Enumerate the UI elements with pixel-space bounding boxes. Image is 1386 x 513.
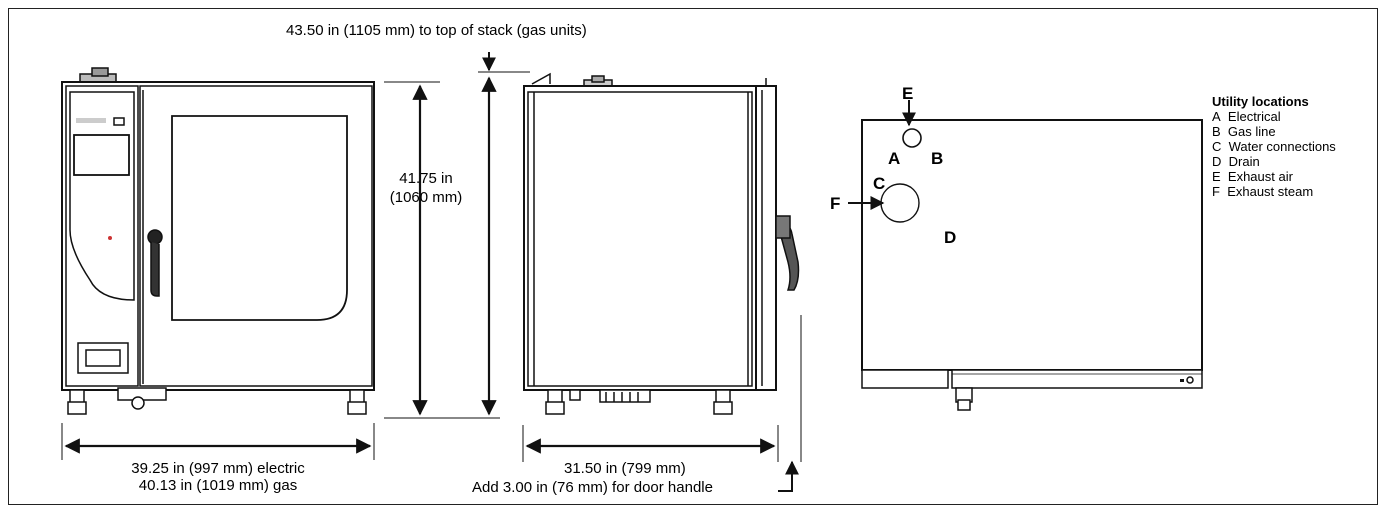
marker-c: C [873,174,886,193]
front-width-label: 39.25 in (997 mm) electric 40.13 in (101… [78,460,358,494]
marker-d: D [944,228,957,247]
back-view [861,119,1203,411]
door-handle-note: Add 3.00 in (76 mm) for door handle [472,479,713,496]
front-width-gas: 40.13 in (1019 mm) gas [138,477,298,494]
front-width-electric: 39.25 in (997 mm) electric [131,460,305,477]
legend-item: E Exhaust air [1212,169,1293,184]
dimension-lines [61,52,916,492]
legend-item: B Gas line [1212,124,1276,139]
height-dimension-label: 41.75 in (1060 mm) [378,170,474,206]
side-depth-label: 31.50 in (799 mm) [564,460,686,477]
side-view [523,72,800,415]
height-dimension-inches: 41.75 in [399,170,453,187]
marker-a: A [888,149,901,168]
utility-legend-title: Utility locations [1212,94,1309,109]
legend-item: F Exhaust steam [1212,184,1314,199]
marker-b: B [931,149,944,168]
legend-item: A Electrical [1212,109,1281,124]
stack-height-label: 43.50 in (1105 mm) to top of stack (gas … [286,22,587,39]
marker-e: E [902,84,914,103]
height-dimension-mm: (1060 mm) [389,189,463,206]
legend-item: D Drain [1212,154,1260,169]
marker-f: F [830,194,841,213]
utility-legend: Utility locations A Electrical B Gas lin… [1212,94,1336,199]
legend-item: C Water connections [1212,139,1336,154]
front-view [61,67,375,415]
